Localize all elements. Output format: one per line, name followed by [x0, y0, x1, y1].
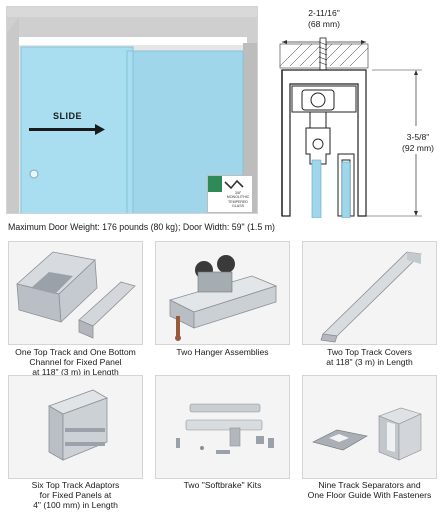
track-adaptors-image: [48, 389, 108, 461]
component-photo-track-adaptors: [8, 375, 143, 479]
cross-section-diagram: 2-11/16" (68 mm) 3-5/8" (92 mm): [262, 4, 442, 219]
component-photo-track-and-channel: [8, 241, 143, 345]
height-dimension-imperial: 3-5/8": [406, 132, 430, 142]
badge-line-1: 3/8": [234, 191, 242, 195]
spec-line: Maximum Door Weight: 176 pounds (80 kg);…: [8, 222, 275, 232]
component-photo-hanger-assemblies: [155, 241, 290, 345]
caption-line: at 118" (3 m) in Length: [326, 357, 413, 367]
component-caption-track-separators: Nine Track Separators and One Floor Guid…: [298, 480, 441, 500]
component-photo-track-covers: [302, 241, 437, 345]
height-dimension-metric: (92 mm): [402, 143, 434, 153]
caption-line: for Fixed Panels at: [39, 490, 112, 500]
hero-photo: SLIDE 3/8" MONOLITHIC TEMPERED GLASS: [6, 6, 258, 214]
caption-line: at 118" (3 m) in Length: [32, 367, 119, 377]
component-caption-track-covers: Two Top Track Covers at 118" (3 m) in Le…: [298, 347, 441, 367]
caption-line: Nine Track Separators and: [318, 480, 421, 490]
glass-badge: 3/8" MONOLITHIC TEMPERED GLASS: [207, 175, 253, 213]
component-caption-softbrake-kits: Two "Softbrake" Kits: [151, 480, 294, 490]
badge-line-4: GLASS: [232, 204, 244, 209]
width-dimension-imperial: 2-11/16": [308, 8, 340, 18]
track-covers-image: [320, 251, 422, 343]
caption-line: Two Top Track Covers: [327, 347, 412, 357]
glass-badge-icon: [208, 176, 244, 192]
component-photo-softbrake-kits: [155, 375, 290, 479]
caption-line: Two "Softbrake" Kits: [183, 480, 262, 490]
hanger-assemblies-image: [168, 255, 278, 341]
badge-line-2: MONOLITHIC: [226, 195, 250, 200]
track-separators-image: [312, 407, 422, 461]
component-caption-hanger-assemblies: Two Hanger Assemblies: [151, 347, 294, 357]
caption-line: One Floor Guide With Fasteners: [307, 490, 432, 500]
caption-line: One Top Track and One Bottom: [15, 347, 136, 357]
caption-line: Two Hanger Assemblies: [176, 347, 269, 357]
caption-line: Channel for Fixed Panel: [29, 357, 122, 367]
badge-line-3: TEMPERED: [228, 199, 248, 204]
caption-line: 4" (100 mm) in Length: [33, 500, 118, 510]
track-and-channel-image: [16, 251, 136, 339]
width-dimension-metric: (68 mm): [308, 19, 340, 29]
track-profile-drawing: [279, 37, 422, 219]
component-caption-track-adaptors: Six Top Track Adaptors for Fixed Panels …: [4, 480, 147, 510]
softbrake-kits-image: [176, 403, 274, 454]
caption-line: Six Top Track Adaptors: [31, 480, 120, 490]
slide-label: SLIDE: [53, 111, 83, 121]
component-caption-track-and-channel: One Top Track and One Bottom Channel for…: [4, 347, 147, 377]
component-photo-track-separators: [302, 375, 437, 479]
